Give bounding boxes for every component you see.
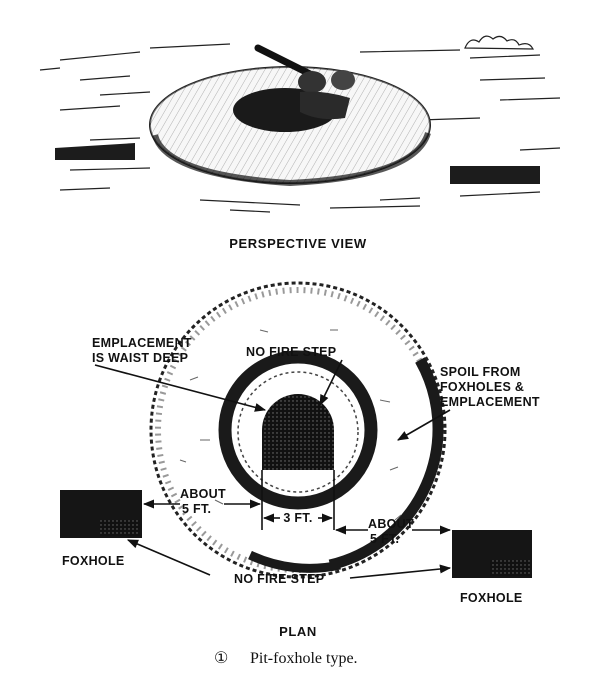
about-left-label-line2: 5 FT.	[182, 502, 211, 516]
no-fire-step-top-label: NO FIRE STEP	[246, 345, 336, 359]
plan-foxhole-right	[452, 530, 532, 578]
spoil-label-line3: EMPLACEMENT	[440, 395, 540, 409]
perspective-view-title: PERSPECTIVE VIEW	[229, 236, 367, 251]
perspective-foxhole-right	[450, 166, 540, 184]
three-ft-label: 3 FT.	[283, 511, 312, 525]
plan-foxhole-left	[60, 490, 142, 538]
emplacement-label-line1: EMPLACEMENT	[92, 336, 192, 350]
spoil-shadow-right	[328, 357, 444, 571]
spoil-label-line2: FOXHOLES &	[440, 380, 524, 394]
about-right-label-line1: ABOUT	[368, 517, 414, 531]
no-fire-step-bottom-arrow-left	[126, 539, 211, 576]
no-fire-step-bottom-label: NO FIRE STEP	[234, 572, 324, 586]
foxhole-right-label: FOXHOLE	[460, 591, 523, 605]
plan-illustration	[60, 281, 532, 579]
ground-texture	[39, 43, 561, 213]
foxhole-left-label: FOXHOLE	[62, 554, 125, 568]
emplacement-label-line2: IS WAIST DEEP	[92, 351, 188, 365]
leader-lines	[94, 359, 452, 579]
caption-number: ①	[214, 650, 228, 667]
emplacement-pit	[262, 394, 334, 470]
plan-title: PLAN	[279, 624, 317, 639]
perspective-view-illustration	[39, 35, 561, 213]
distant-trees	[464, 35, 534, 50]
inner-ring	[218, 350, 378, 510]
no-fire-step-top-arrow	[319, 359, 343, 407]
emplacement-arrow	[94, 364, 267, 412]
spoil-arrow	[397, 409, 451, 441]
about-left-label-line1: ABOUT	[180, 487, 226, 501]
perspective-foxhole-left	[55, 143, 135, 160]
spoil-label-line1: SPOIL FROM	[440, 365, 521, 379]
no-fire-step-bottom-arrow-right	[349, 564, 452, 579]
soldiers-with-gun	[254, 44, 355, 120]
about-right-label-line2: 5 FT.	[370, 532, 399, 546]
caption-text: Pit-foxhole type.	[250, 650, 358, 667]
